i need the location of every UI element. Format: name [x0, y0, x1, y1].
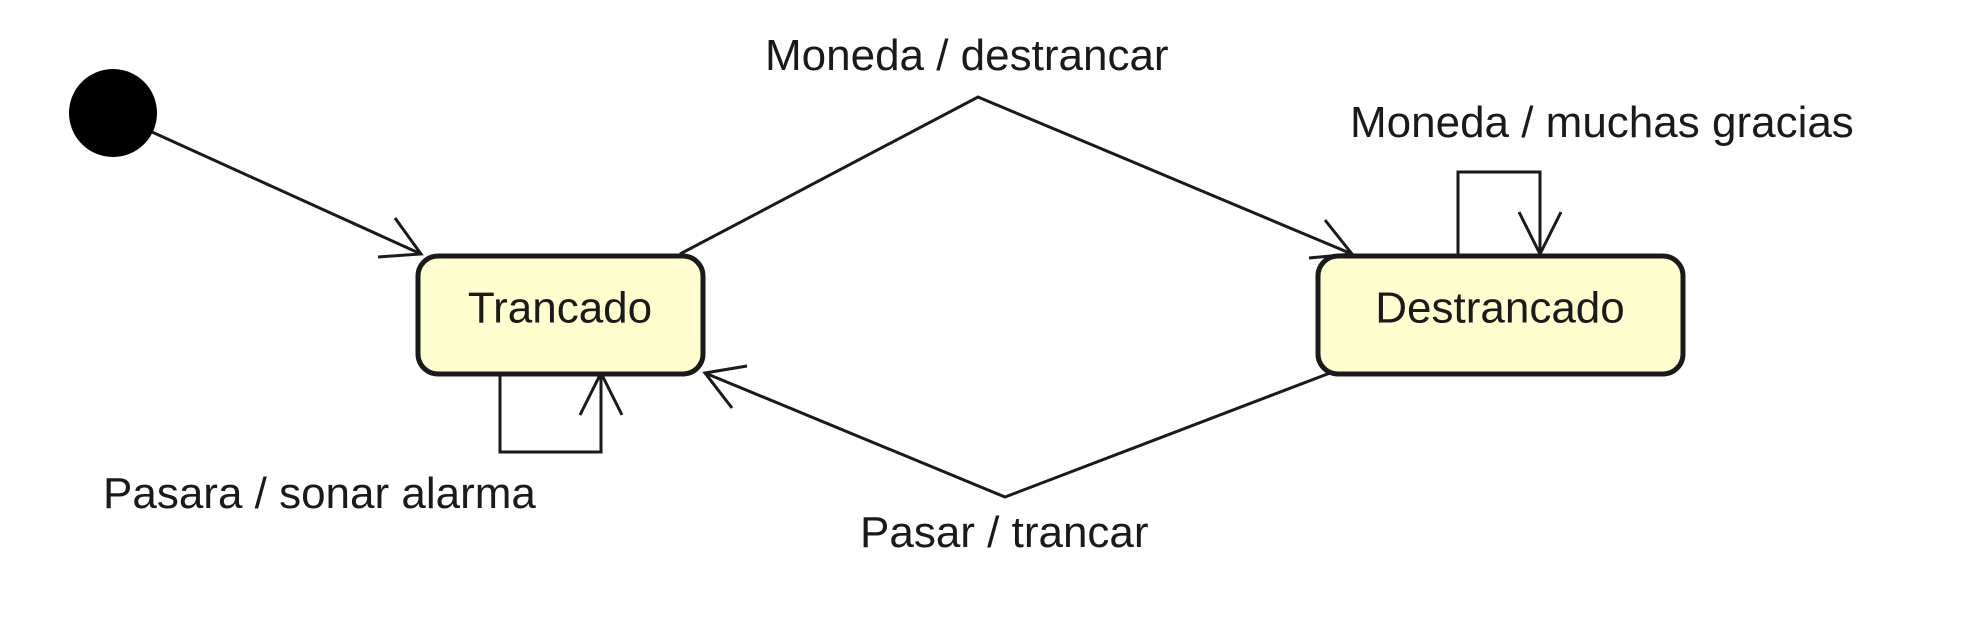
state-destrancado-box [1315, 253, 1686, 377]
initial-state-node [69, 69, 157, 157]
state-destrancado-label: Destrancado [1375, 284, 1624, 333]
transition-moneda-gracias: Moneda / muchas gracias [1350, 98, 1854, 258]
transition-pasar-trancar: Pasar / trancar [702, 364, 1331, 557]
transition-moneda-destrancar-label: Moneda / destrancar [765, 31, 1169, 80]
transition-pasar-trancar-arrowhead [702, 364, 748, 409]
state-destrancado: Destrancado [1315, 253, 1686, 377]
state-trancado-box [415, 253, 706, 377]
state-trancado: Trancado [415, 253, 706, 377]
transition-moneda-destrancar-line [679, 95, 1353, 256]
transition-moneda-gracias-line [1456, 170, 1542, 254]
state-trancado-label: Trancado [468, 284, 652, 333]
transition-pasara-alarma-line [498, 373, 603, 454]
transition-pasara-alarma-label: Pasara / sonar alarma [103, 469, 536, 518]
transition-pasar-trancar-line [704, 371, 1331, 499]
transition-initial-line [151, 130, 422, 256]
transition-pasar-trancar-label: Pasar / trancar [860, 508, 1149, 557]
transition-initial-arrowhead [377, 217, 424, 259]
transition-moneda-destrancar: Moneda / destrancar [679, 31, 1355, 260]
transition-pasara-alarma: Pasara / sonar alarma [103, 369, 624, 518]
transition-initial [151, 130, 424, 259]
transition-moneda-gracias-label: Moneda / muchas gracias [1350, 98, 1854, 147]
